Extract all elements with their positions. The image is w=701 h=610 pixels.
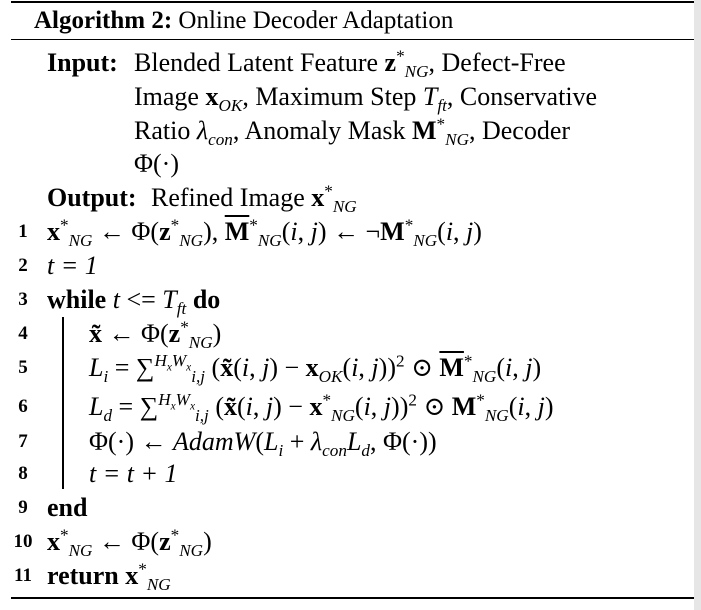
input-text-4: Φ(·) — [134, 149, 179, 178]
algo-line-2: 2 t = 1 — [0, 249, 694, 283]
line-number: 1 — [18, 221, 28, 242]
algo-line-9: 9 end — [0, 491, 694, 525]
keyword-while: while — [47, 285, 107, 314]
line-number: 2 — [18, 255, 28, 276]
right-scroll-strip — [694, 0, 701, 610]
algo-line-11: 11 return x*NG — [0, 559, 694, 593]
top-rule — [11, 1, 694, 3]
algorithm-title: Algorithm 2: Online Decoder Adaptation — [34, 4, 453, 38]
keyword-return: return — [47, 561, 119, 590]
algo-line-5: 5 Li = ∑HxWxi,j (x̃(i, j) − xOK(i, j))2 … — [0, 351, 694, 385]
input-line-4: Φ(·) — [0, 147, 694, 181]
input-label: Input: — [47, 48, 118, 77]
input-line-1: Input: Blended Latent Feature z*NG, Defe… — [47, 46, 566, 82]
output-line: Output: Refined Image x*NG — [47, 181, 357, 217]
math-z-ng: z — [384, 48, 397, 77]
math-m-ng: M — [412, 116, 437, 145]
line-number: 11 — [14, 565, 32, 586]
input-line-2: Image xOK, Maximum Step Tft, Conservativ… — [134, 82, 598, 116]
algo-line-10: 10 x*NG ← Φ(z*NG) — [0, 525, 694, 559]
line-number: 4 — [18, 323, 28, 344]
loop-body-bar — [62, 317, 64, 489]
algorithm-label: Algorithm 2: — [34, 7, 173, 34]
input-text-2c: , Conservative — [446, 82, 598, 111]
bottom-rule — [11, 597, 694, 599]
algo-line-3: 3 while t <= Tft do — [0, 283, 694, 317]
input-line-3: Ratio λcon, Anomaly Mask M*NG, Decoder — [134, 114, 571, 150]
output-text: Refined Image — [151, 183, 312, 212]
keyword-end: end — [47, 493, 88, 522]
algo-line-6: 6 Ld = ∑HxWxi,j (x̃(i, j) − x*NG(i, j))2… — [0, 390, 694, 424]
input-text-2b: , Maximum Step — [242, 82, 423, 111]
line-number: 10 — [13, 531, 33, 552]
header-rule — [11, 39, 694, 40]
line-number: 7 — [18, 431, 28, 452]
math-x-ng: x — [311, 183, 325, 212]
assign-t: t = 1 — [47, 251, 98, 280]
line-number: 8 — [18, 463, 28, 484]
input-text-3b: , Anomaly Mask — [232, 116, 412, 145]
algo-line-1: 1 x*NG ← Φ(z*NG), M*NG(i, j) ← ¬M*NG(i, … — [0, 215, 694, 249]
algo-line-8: 8 t = t + 1 — [0, 457, 694, 491]
keyword-do: do — [192, 285, 221, 314]
input-text-3a: Ratio — [134, 116, 197, 145]
line-number: 6 — [18, 396, 28, 417]
line-number: 9 — [18, 497, 28, 518]
line-number: 5 — [18, 357, 28, 378]
input-text-3c: , Decoder — [468, 116, 571, 145]
algorithm-name: Online Decoder Adaptation — [178, 7, 454, 34]
input-text-1: Blended Latent Feature — [134, 48, 385, 77]
adamw-func: AdamW — [172, 427, 256, 456]
input-text-2a: Image — [134, 82, 206, 111]
line-number: 3 — [18, 289, 28, 310]
increment-t: t = t + 1 — [89, 459, 178, 488]
algo-line-4: 4 x̃ ← Φ(z*NG) — [0, 317, 694, 351]
math-x-ok: x — [205, 82, 219, 111]
algo-line-7: 7 Φ(·) ← AdamW(Li + λconLd, Φ(·)) — [0, 425, 694, 459]
input-text-1-end: , Defect-Free — [428, 48, 566, 77]
output-label: Output: — [47, 183, 137, 212]
